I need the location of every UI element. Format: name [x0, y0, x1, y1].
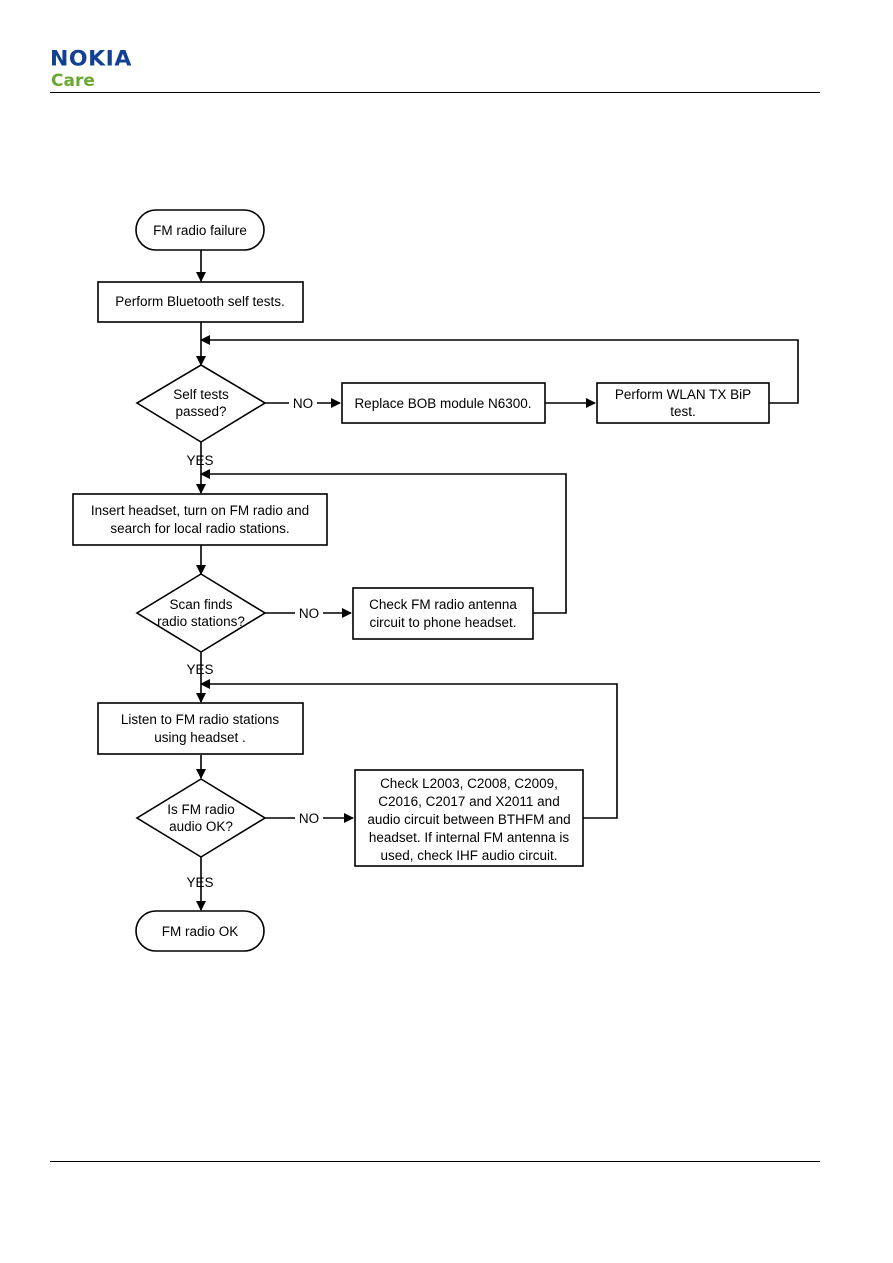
start-terminator: FM radio failure: [135, 209, 265, 251]
page-header: NOKIA Care: [0, 0, 893, 100]
process-label-line1: Check L2003, C2008, C2009,: [380, 776, 558, 791]
process-replace-bob-module: Replace BOB module N6300.: [341, 382, 546, 424]
yes-label: YES: [186, 453, 213, 468]
footer-divider: [50, 1161, 820, 1162]
no-label: NO: [293, 396, 313, 411]
process-label-line2: using headset .: [154, 730, 246, 745]
process-check-fm-antenna: Check FM radio antenna circuit to phone …: [352, 587, 534, 640]
decision-scan-finds-stations: Scan finds radio stations?: [135, 573, 267, 653]
process-label-line4: headset. If internal FM antenna is: [369, 830, 570, 845]
process-label-line2: circuit to phone headset.: [369, 615, 516, 630]
decision-self-tests-passed: Self tests passed?: [135, 364, 267, 443]
no-label: NO: [299, 606, 319, 621]
yes-label: YES: [186, 662, 213, 677]
yes-label: YES: [186, 875, 213, 890]
care-logo: Care: [51, 71, 95, 91]
decision-label-line2: audio OK?: [169, 819, 233, 834]
process-label-line2: C2016, C2017 and X2011 and: [378, 794, 559, 809]
decision-fm-audio-ok: Is FM radio audio OK?: [135, 778, 267, 858]
process-label: Replace BOB module N6300.: [354, 396, 531, 411]
decision-label-line2: passed?: [175, 404, 226, 419]
process-label-line1: Listen to FM radio stations: [121, 712, 280, 727]
process-label-line3: audio circuit between BTHFM and: [367, 812, 570, 827]
end-label: FM radio OK: [162, 924, 239, 939]
process-label-line1: Insert headset, turn on FM radio and: [91, 503, 309, 518]
end-terminator: FM radio OK: [135, 910, 265, 952]
header-divider: [50, 92, 820, 93]
process-listen-fm-stations: Listen to FM radio stations using headse…: [97, 702, 304, 755]
start-label: FM radio failure: [153, 223, 247, 238]
decision-label-line1: Self tests: [173, 387, 229, 402]
nokia-logo: NOKIA: [50, 47, 132, 72]
process-label-line2: search for local radio stations.: [110, 521, 289, 536]
process-label-line5: used, check IHF audio circuit.: [380, 848, 557, 863]
process-insert-headset: Insert headset, turn on FM radio and sea…: [72, 493, 328, 546]
decision-label-line1: Is FM radio: [167, 802, 235, 817]
no-label: NO: [299, 811, 319, 826]
process-label-line1: Check FM radio antenna: [369, 597, 517, 612]
process-label-line2: test.: [670, 404, 696, 419]
process-check-audio-circuit: Check L2003, C2008, C2009, C2016, C2017 …: [354, 769, 584, 867]
decision-label-line1: Scan finds: [169, 597, 232, 612]
process-label: Perform Bluetooth self tests.: [115, 294, 285, 309]
decision-label-line2: radio stations?: [157, 614, 245, 629]
process-label-line1: Perform WLAN TX BiP: [615, 387, 751, 402]
process-wlan-tx-bip-test: Perform WLAN TX BiP test.: [596, 382, 770, 424]
process-bluetooth-self-tests: Perform Bluetooth self tests.: [97, 281, 304, 323]
